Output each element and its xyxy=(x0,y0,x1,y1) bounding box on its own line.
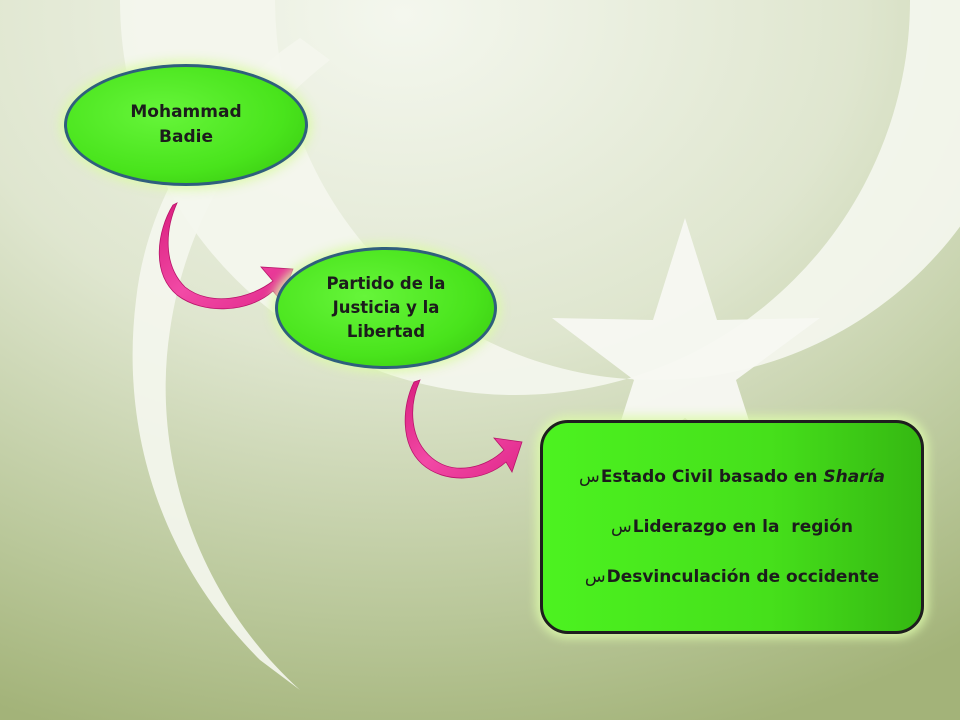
node-leader-line1: Mohammad xyxy=(130,102,242,122)
node-mohammad-badie: Mohammad Badie xyxy=(64,64,308,186)
node-goals-box: سEstado Civil basado en Sharía سLiderazg… xyxy=(540,420,924,634)
crescent-clip xyxy=(132,38,330,690)
node-party-line1: Partido de la xyxy=(326,274,446,293)
bullet-symbol: س xyxy=(584,567,606,587)
goal-text: Estado Civil basado en xyxy=(600,467,824,487)
goal-item-liderazgo: سLiderazgo en la región xyxy=(611,517,853,537)
node-party-line3: Libertad xyxy=(346,322,426,341)
bullet-symbol: س xyxy=(610,517,632,537)
goal-text: Desvinculación de occidente xyxy=(606,567,880,587)
bullet-symbol: س xyxy=(579,467,600,487)
goal-item-desvinculacion: سDesvinculación de occidente xyxy=(585,567,879,587)
curved-arrow-2 xyxy=(404,379,523,479)
goal-text: Liderazgo en la región xyxy=(632,517,854,537)
node-party-line2: Justicia y la xyxy=(332,298,440,317)
goal-item-sharia: سEstado Civil basado en Sharía xyxy=(579,467,885,487)
node-partido-justicia-libertad: Partido de la Justicia y la Libertad xyxy=(275,247,497,369)
goal-emphasis: Sharía xyxy=(823,467,885,487)
node-leader-line2: Badie xyxy=(159,127,213,147)
curved-arrow-1 xyxy=(158,202,294,310)
star-shape xyxy=(552,218,820,480)
